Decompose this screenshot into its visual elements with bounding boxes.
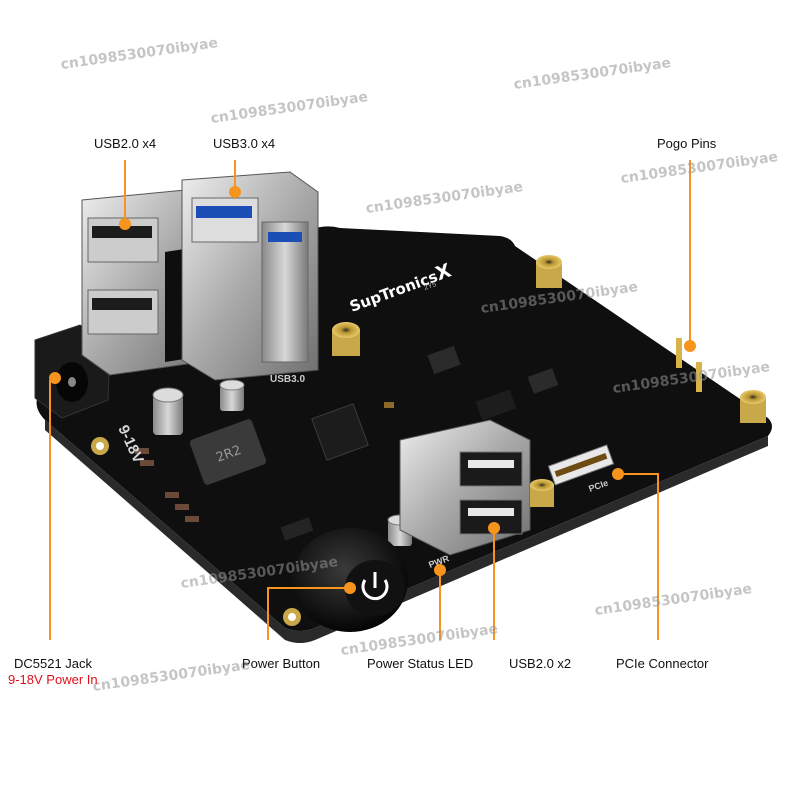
label-power-button: Power Button: [242, 656, 321, 671]
mounting-holes: [91, 437, 301, 626]
pogo-pins: [676, 338, 702, 392]
label-power-in: 9-18V Power In: [8, 672, 98, 687]
label-power-status-led: Power Status LED: [367, 656, 474, 671]
inductor: 2R2: [189, 419, 267, 485]
label-pogo-pins: Pogo Pins: [657, 136, 717, 151]
power-button: [292, 528, 408, 632]
label-dc-jack: DC5521 Jack: [14, 656, 93, 671]
pcb-components: [135, 345, 559, 541]
capacitors: [152, 379, 413, 546]
callout-dots: [49, 186, 696, 594]
usb2-x2-port-stack: [399, 419, 531, 556]
usb3-x4-port-stack: [181, 171, 319, 381]
usb3-silk-text: USB3.0: [270, 374, 305, 385]
label-usb3-x4: USB3.0 x4: [213, 136, 276, 151]
pcie-fpc-connector: [547, 444, 615, 486]
power-icon: [361, 572, 389, 601]
standoffs: [332, 255, 766, 507]
model-text: 2Y5: [423, 281, 437, 292]
label-usb2-x4: USB2.0 x4: [94, 136, 157, 151]
callout-lines: [49, 160, 691, 640]
label-usb2-x2: USB2.0 x2: [509, 656, 572, 671]
label-pcie-connector: PCIe Connector: [616, 656, 709, 671]
